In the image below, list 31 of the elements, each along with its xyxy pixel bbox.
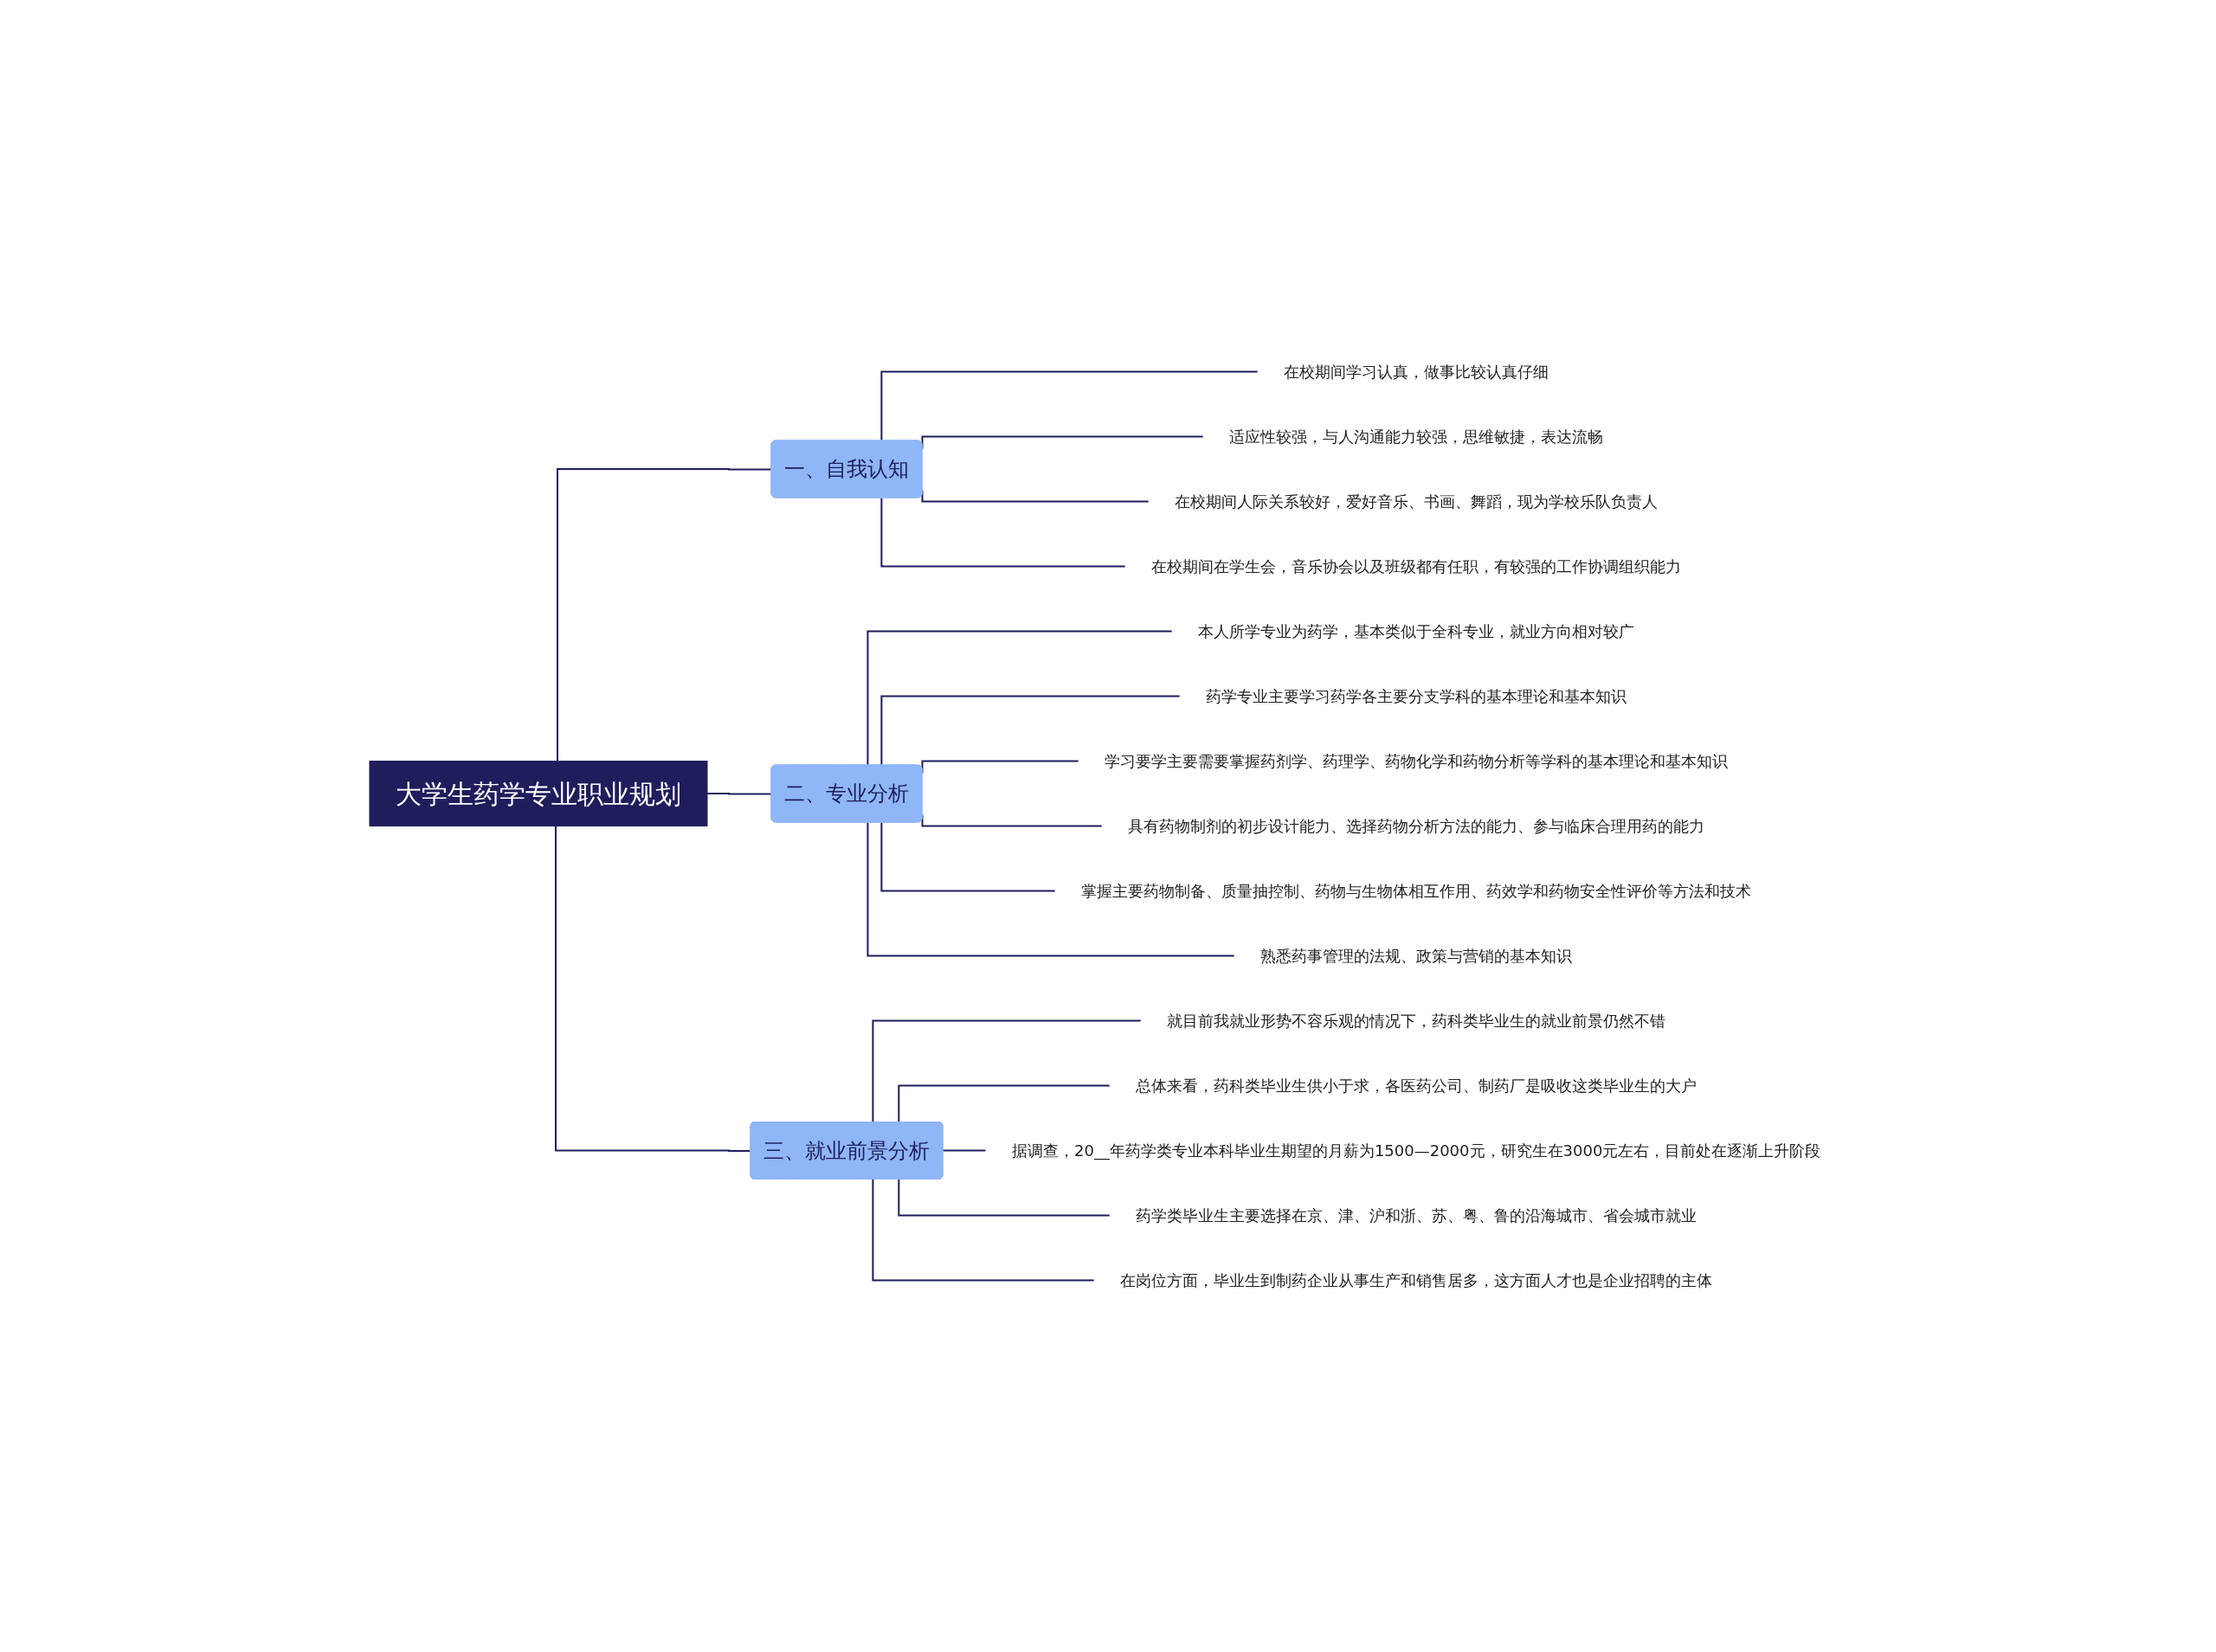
node-box: 大学生药学专业职业规划 xyxy=(369,761,708,826)
node-text: 在岗位方面，毕业生到制药企业从事生产和销售居多，这方面人才也是企业招聘的主体 xyxy=(1120,1271,1712,1289)
connector xyxy=(921,435,1204,450)
connector xyxy=(880,821,1056,892)
connector xyxy=(880,497,1126,568)
connector xyxy=(866,630,1173,767)
node-text: 熟悉药事管理的法规、政策与营销的基本知识 xyxy=(1260,947,1572,965)
node-text: 在校期间人际关系较好，爱好音乐、书画、舞蹈，现为学校乐队负责人 xyxy=(1175,492,1658,511)
node-text: 就目前我就业形势不容乐观的情况下，药科类毕业生的就业前景仍然不错 xyxy=(1167,1012,1665,1030)
node-text: 具有药物制剂的初步设计能力、选择药物分析方法的能力、参与临床合理用药的能力 xyxy=(1128,817,1704,835)
connector xyxy=(898,1179,1111,1217)
node-text: 适应性较强，与人沟通能力较强，思维敏捷，表达流畅 xyxy=(1229,427,1603,446)
connector xyxy=(880,370,1259,442)
node-text: 在校期间学习认真，做事比较认真仔细 xyxy=(1284,363,1549,381)
connector xyxy=(942,1149,987,1152)
node-text: 在校期间在学生会，音乐协会以及班级都有任职，有较强的工作协调组织能力 xyxy=(1151,557,1681,575)
node-text: 总体来看，药科类毕业生供小于求，各医药公司、制药厂是吸收这类毕业生的大户 xyxy=(1136,1077,1697,1095)
node-text: 本人所学专业为药学，基本类似于全科专业，就业方向相对较广 xyxy=(1198,622,1634,640)
connector xyxy=(898,1084,1111,1123)
node-text: 药学专业主要学习药学各主要分支学科的基本理论和基本知识 xyxy=(1206,687,1627,705)
connector xyxy=(866,821,1235,957)
node-text: 据调查，20__年药学类专业本科毕业生期望的月薪为1500—2000元，研究生在3000元左右，目前处在逐渐上升阶段 xyxy=(1011,1141,1821,1160)
connector xyxy=(921,760,1079,775)
connector xyxy=(872,1179,1095,1282)
connector xyxy=(921,813,1103,827)
connector xyxy=(872,1019,1142,1123)
node-text: 学习要学主要需要掌握药剂学、药理学、药物化学和药物分析等学科的基本理论和基本知识 xyxy=(1105,752,1728,770)
node-text: 掌握主要药物制备、质量抽控制、药物与生物体相互作用、药效学和药物安全性评价等方法和技术 xyxy=(1081,882,1751,900)
node-text: 药学类毕业生主要选择在京、津、沪和浙、苏、粤、鲁的沿海城市、省会城市就业 xyxy=(1136,1206,1697,1225)
connector xyxy=(880,695,1181,767)
connector xyxy=(921,489,1150,503)
